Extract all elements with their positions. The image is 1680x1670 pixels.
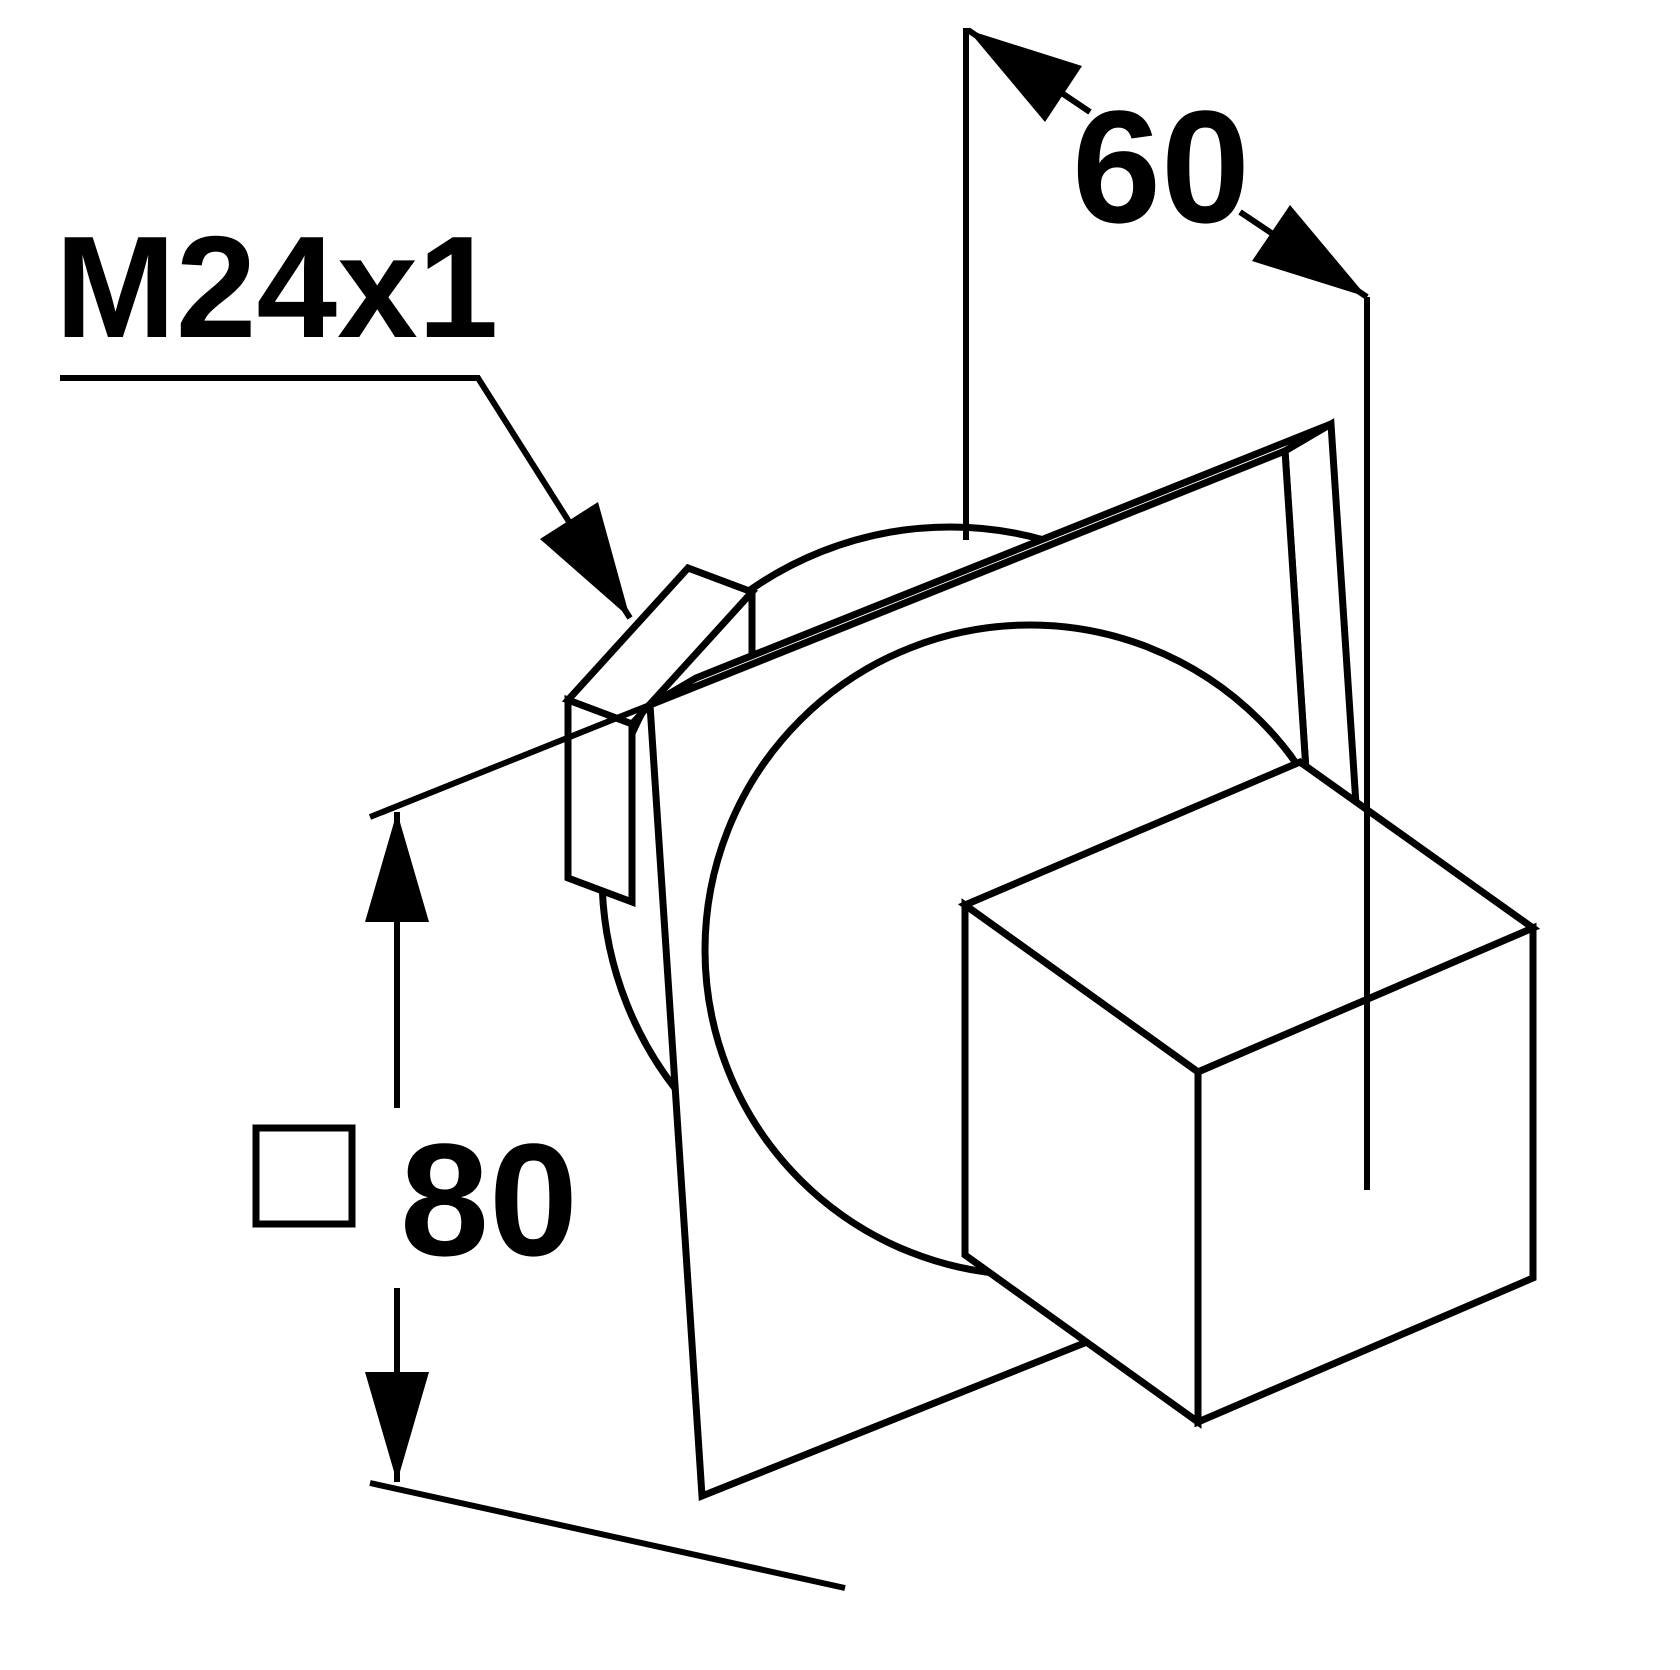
thread-leader-arrowhead (540, 502, 630, 618)
size-extension-line-bottom (369, 1480, 846, 1591)
size-arrowhead-down (365, 1372, 429, 1482)
depth-arrowhead-lower (1252, 205, 1367, 297)
square-dimension-symbol (252, 1124, 356, 1228)
size-arrowhead-up (365, 812, 429, 922)
size-extension-line-top (368, 697, 664, 820)
thread-label: M24x1 (55, 206, 498, 368)
size-label: 80 (400, 1110, 578, 1289)
depth-arrowhead-upper (968, 30, 1082, 122)
thread-stub-front-face (564, 694, 636, 908)
depth-label: 60 (1072, 77, 1250, 256)
